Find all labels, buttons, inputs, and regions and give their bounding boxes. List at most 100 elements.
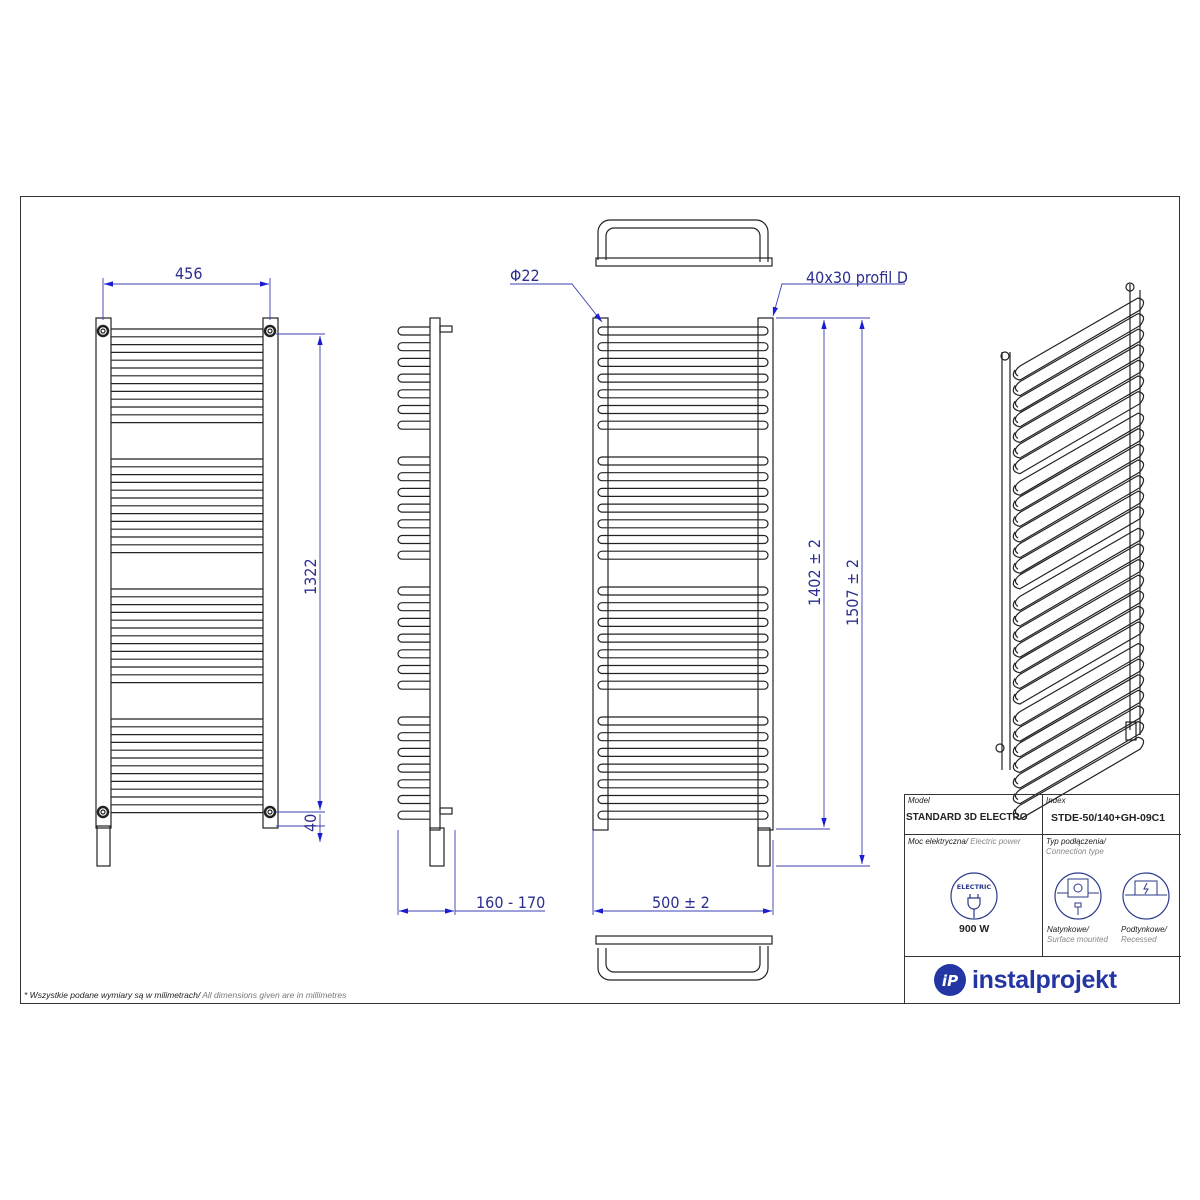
power-label: Moc elektryczna/	[908, 837, 969, 846]
iso-bar	[1012, 297, 1145, 381]
brand-logo: iP instalprojekt	[934, 964, 1117, 996]
mount-bracket	[96, 805, 110, 819]
rear-view	[592, 219, 774, 981]
heating-element	[96, 825, 111, 867]
mount-bracket	[263, 805, 277, 819]
iso-heating-element	[1125, 721, 1137, 741]
iso-bar	[1012, 705, 1145, 789]
rear-bar	[597, 373, 769, 383]
side-heating-element	[429, 827, 445, 867]
dim-width-456: 456	[175, 264, 202, 283]
dim-height-1507: 1507 ± 2	[843, 559, 862, 626]
side-bar	[397, 664, 430, 675]
mount-bracket-hole	[100, 809, 106, 815]
rear-bar	[597, 602, 769, 612]
rear-bar	[597, 810, 769, 820]
dim-profile: 40x30 profil D	[806, 268, 908, 287]
iso-bracket	[1000, 351, 1010, 361]
electric-plug-icon: ELECTRIC	[950, 872, 998, 920]
surface-label: Natynkowe/	[1047, 925, 1089, 934]
connection-cell: Typ podłączenia/ Connection type Natynko…	[1043, 835, 1181, 957]
rear-bar	[597, 680, 769, 690]
iso-bar	[1012, 689, 1145, 774]
bottom-rail-bar	[595, 935, 773, 945]
rear-bar	[597, 747, 769, 758]
rear-heating-element	[757, 827, 771, 867]
side-bar	[397, 503, 430, 513]
mount-bracket	[263, 324, 277, 338]
model-value: STANDARD 3D ELECTRO	[906, 812, 1028, 823]
rear-bar	[597, 487, 769, 497]
side-bracket	[439, 325, 453, 333]
rear-bar	[597, 456, 769, 466]
connection-label: Typ podłączenia/	[1046, 837, 1106, 846]
side-bar	[397, 519, 430, 529]
bottom-towel-rail	[597, 946, 769, 981]
side-bar	[397, 779, 430, 789]
mount-bracket-hole	[267, 809, 273, 815]
iso-bar	[1012, 459, 1145, 543]
side-bar	[397, 602, 430, 612]
dim-width-500: 500 ± 2	[652, 893, 710, 912]
iso-bar	[1012, 328, 1145, 412]
recessed-label: Podtynkowe/	[1121, 925, 1167, 934]
side-bar	[397, 633, 430, 643]
iso-bracket	[995, 743, 1005, 753]
side-bar	[397, 404, 430, 415]
iso-bar	[1012, 375, 1145, 459]
dim-height-1402: 1402 ± 2	[805, 539, 824, 606]
side-bar	[397, 326, 430, 336]
side-bar	[397, 732, 430, 742]
footnote-pl: * Wszystkie podane wymiary są w milimetr…	[24, 990, 201, 1000]
iso-bar	[1012, 674, 1145, 758]
side-bar	[397, 550, 430, 560]
rear-bar	[597, 404, 769, 415]
iso-rail	[1001, 352, 1011, 770]
top-towel-rail	[597, 219, 769, 262]
iso-bar	[1012, 359, 1145, 444]
rear-bar	[597, 519, 769, 529]
iso-bar	[1012, 621, 1145, 705]
recessed-socket-icon	[1122, 872, 1170, 920]
rear-bar	[597, 326, 769, 336]
iso-bracket	[1125, 282, 1135, 292]
side-bar	[397, 456, 430, 466]
rear-bar	[597, 633, 769, 643]
index-label: Index	[1046, 796, 1066, 805]
recessed-label-en: Recessed	[1121, 935, 1157, 944]
side-bar	[397, 617, 430, 627]
mount-bracket-hole	[267, 328, 273, 334]
side-bar	[397, 680, 430, 690]
rear-bar	[597, 649, 769, 659]
iso-bar	[1012, 428, 1145, 512]
dim-diameter: Φ22	[510, 266, 540, 285]
power-value: 900 W	[959, 923, 990, 935]
logo-text: instalprojekt	[972, 965, 1117, 994]
rear-bar	[597, 342, 769, 352]
logo-mark-icon: iP	[934, 964, 966, 996]
rear-bar	[597, 763, 769, 773]
footnote-en: All dimensions given are in millimetres	[200, 990, 347, 1000]
rear-bar	[597, 716, 769, 726]
dim-height-1322: 1322	[301, 558, 320, 595]
iso-bar	[1012, 344, 1145, 428]
side-bracket	[439, 807, 453, 815]
side-bar	[397, 389, 430, 399]
side-bar	[397, 794, 430, 805]
side-bar	[397, 342, 430, 352]
surface-label-en: Surface mounted	[1047, 935, 1108, 944]
index-cell: Index STDE-50/140+GH-09C1	[1043, 795, 1181, 835]
power-cell: Moc elektryczna/ Electric power ELECTRIC…	[905, 835, 1043, 957]
logo-mark-text: iP	[942, 972, 958, 990]
rear-bar	[597, 389, 769, 399]
iso-bar	[1012, 527, 1145, 612]
iso-bar	[1012, 658, 1145, 742]
index-value: STDE-50/140+GH-09C1	[1051, 812, 1166, 824]
front-view	[95, 317, 279, 867]
electric-badge-text: ELECTRIC	[957, 883, 992, 891]
dimension-lines	[102, 278, 905, 915]
iso-bar	[1012, 574, 1145, 658]
iso-bar	[1012, 543, 1145, 627]
rear-right-rail	[757, 317, 774, 831]
side-bar	[397, 716, 430, 726]
